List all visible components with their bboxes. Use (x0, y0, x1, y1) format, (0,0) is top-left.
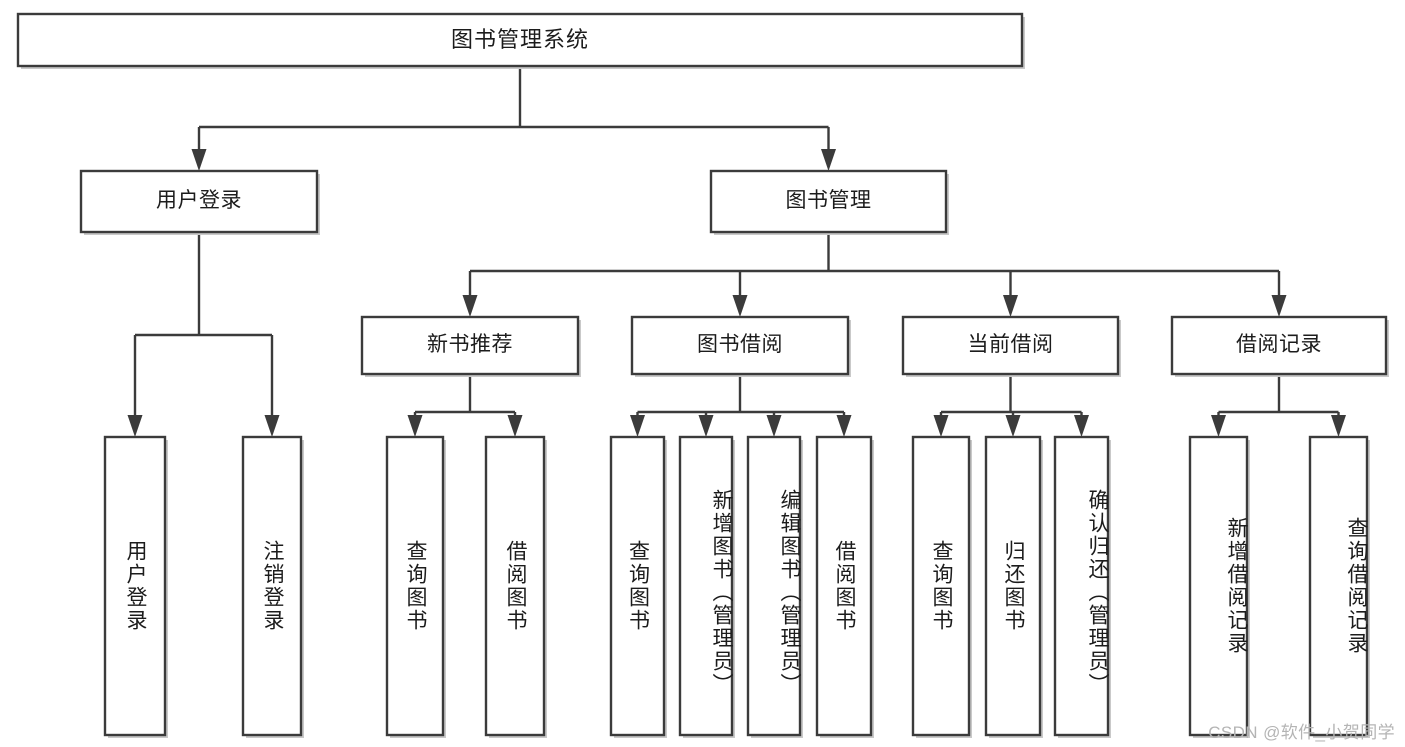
edge-arrowhead-leaf-add-book (698, 415, 714, 437)
node-box-borrow-record[interactable] (1170, 315, 1388, 376)
edge-arrowhead-leaf-confirm-return (1074, 415, 1089, 437)
edges-layer (127, 66, 1346, 437)
edge-arrowhead-leaf-borrow-book-2 (836, 415, 852, 437)
node-box-leaf-user-login[interactable] (103, 435, 167, 737)
node-box-user-login[interactable] (79, 169, 319, 234)
edge-arrowhead-book-manage (821, 149, 836, 171)
node-box-leaf-query-book-2[interactable] (609, 435, 666, 737)
edge-arrowhead-leaf-query-book-3 (933, 415, 949, 437)
node-box-leaf-query-book-3[interactable] (911, 435, 971, 737)
boxes-layer (16, 12, 1389, 738)
edge-arrowhead-book-borrow (732, 295, 748, 317)
node-box-leaf-logout[interactable] (241, 435, 303, 737)
edge-arrowhead-leaf-user-login (127, 415, 143, 437)
node-box-leaf-query-record[interactable] (1308, 435, 1369, 737)
node-box-leaf-add-book[interactable] (678, 435, 734, 737)
edge-arrowhead-leaf-query-record (1331, 415, 1346, 437)
node-box-leaf-query-book-1[interactable] (385, 435, 445, 737)
edge-arrowhead-borrow-record (1271, 295, 1287, 317)
edge-arrowhead-leaf-add-record (1211, 415, 1226, 437)
node-box-leaf-edit-book[interactable] (746, 435, 802, 737)
edge-arrowhead-new-book-recommend (462, 295, 478, 317)
edge-arrowhead-user-login (191, 149, 207, 171)
node-box-leaf-borrow-book-1[interactable] (484, 435, 546, 737)
node-box-leaf-confirm-return[interactable] (1053, 435, 1110, 737)
node-box-book-manage[interactable] (709, 169, 948, 234)
watermark: CSDN @软件_小贺同学 (1208, 723, 1395, 742)
edge-arrowhead-leaf-logout (264, 415, 280, 437)
edge-arrowhead-leaf-query-book-2 (630, 415, 645, 437)
node-box-book-borrow[interactable] (630, 315, 850, 376)
node-box-current-borrow[interactable] (901, 315, 1120, 376)
node-box-leaf-borrow-book-2[interactable] (815, 435, 873, 737)
edge-arrowhead-leaf-return-book (1005, 415, 1021, 437)
node-box-new-book-recommend[interactable] (360, 315, 580, 376)
edge-arrowhead-leaf-query-book-1 (407, 415, 423, 437)
edge-arrowhead-leaf-borrow-book-1 (507, 415, 523, 437)
edge-arrowhead-leaf-edit-book (766, 415, 782, 437)
node-box-leaf-return-book[interactable] (984, 435, 1042, 737)
node-box-root[interactable] (16, 12, 1024, 68)
node-box-leaf-add-record[interactable] (1188, 435, 1249, 737)
edge-arrowhead-current-borrow (1003, 295, 1018, 317)
